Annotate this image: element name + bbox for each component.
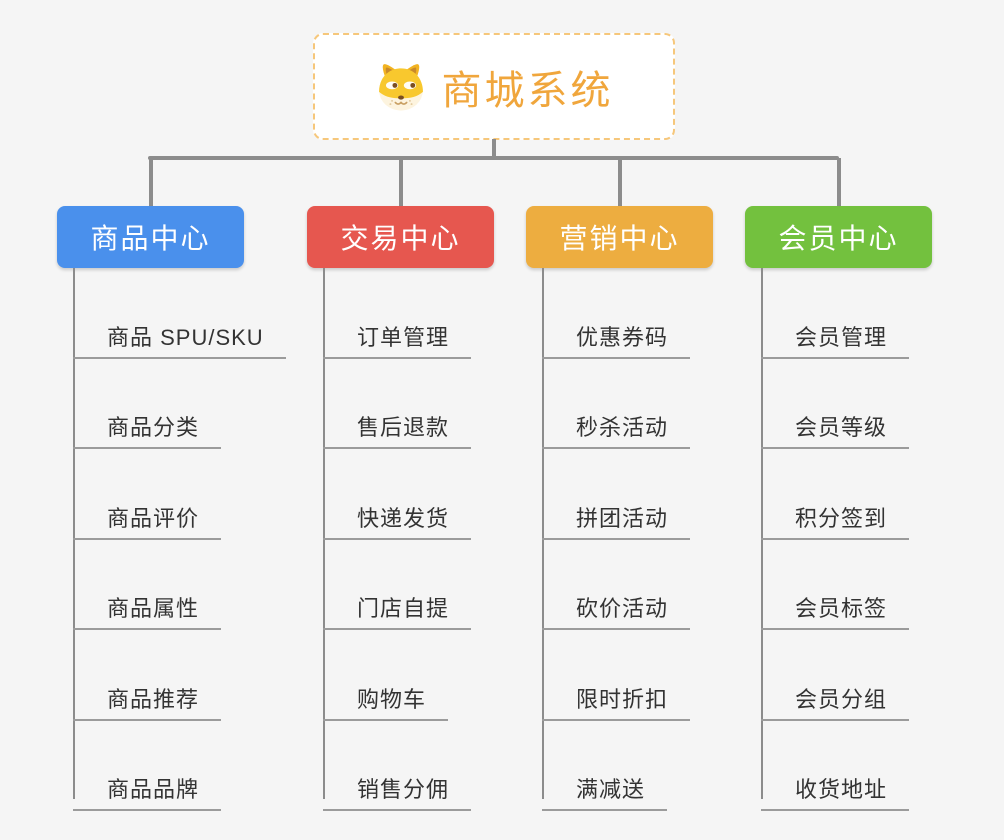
connector-branch-drop [398,158,403,206]
branch-node[interactable]: 营销中心 [526,206,713,268]
leaf-topic[interactable]: 积分签到 [761,449,910,540]
leaf-topic-label: 快递发货 [357,505,450,531]
branch-items: 会员管理会员等级积分签到会员标签会员分组收货地址 [761,268,910,811]
leaf-topic[interactable]: 商品分类 [73,359,222,449]
leaf-topic-label: 商品属性 [107,596,200,621]
leaf-topic[interactable]: 快递发货 [323,449,472,540]
leaf-topic-label: 售后退款 [357,415,450,440]
leaf-topic-label: 会员等级 [795,415,888,440]
leaf-topic-label: 购物车 [357,686,427,712]
leaf-topic[interactable]: 限时折扣 [542,630,691,721]
leaf-topic-label: 拼团活动 [576,505,669,531]
shiba-dog-icon [375,61,427,113]
branch-items: 商品 SPU/SKU 商品分类商品评价商品属性商品推荐商品品牌 [73,268,286,811]
leaf-topic[interactable]: 会员等级 [761,359,910,449]
root-node[interactable]: 商城系统 [313,33,675,140]
leaf-topic-label: 商品推荐 [107,686,200,712]
leaf-topic[interactable]: 购物车 [323,630,449,721]
root-label: 商城系统 [441,68,614,113]
branch-items: 优惠券码秒杀活动拼团活动砍价活动限时折扣满减送 [542,268,691,811]
leaf-topic[interactable]: 满减送 [542,721,668,811]
leaf-topic[interactable]: 优惠券码 [542,268,691,359]
leaf-topic[interactable]: 秒杀活动 [542,359,691,449]
branch-node[interactable]: 会员中心 [745,206,932,268]
leaf-topic-label: 会员标签 [795,596,888,621]
leaf-topic-label: 商品评价 [107,505,200,531]
leaf-topic[interactable]: 商品推荐 [73,630,222,721]
leaf-topic-label: 收货地址 [795,777,888,802]
leaf-topic-label: 限时折扣 [576,686,669,712]
leaf-topic[interactable]: 订单管理 [323,268,472,359]
leaf-topic-label: 优惠券码 [576,324,669,350]
leaf-topic[interactable]: 会员分组 [761,630,910,721]
leaf-topic[interactable]: 会员标签 [761,540,910,630]
leaf-topic[interactable]: 会员管理 [761,268,910,359]
leaf-topic-label: 销售分佣 [357,777,450,802]
leaf-topic[interactable]: 商品 SPU/SKU [73,268,286,359]
connector-branch-drop [836,158,841,206]
leaf-topic-label: 订单管理 [357,324,450,350]
leaf-topic-label: 商品分类 [107,415,200,440]
leaf-topic-label: 会员管理 [795,324,888,350]
leaf-topic[interactable]: 拼团活动 [542,449,691,540]
leaf-topic-label: 商品 SPU/SKU [107,324,264,350]
branch-label: 交易中心 [340,223,461,254]
leaf-topic[interactable]: 商品属性 [73,540,222,630]
leaf-topic[interactable]: 门店自提 [323,540,472,630]
leaf-topic-label: 门店自提 [357,596,450,621]
branch-node[interactable]: 商品中心 [57,206,244,268]
leaf-topic-label: 会员分组 [795,686,888,712]
leaf-topic[interactable]: 收货地址 [761,721,910,811]
branch-spine-line [73,268,75,799]
branch-spine-line [761,268,763,799]
leaf-topic[interactable]: 砍价活动 [542,540,691,630]
leaf-topic-label: 积分签到 [795,505,888,531]
leaf-topic-label: 商品品牌 [107,777,200,802]
branch-spine-line [542,268,544,799]
branch-spine-line [323,268,325,799]
branch-label: 商品中心 [90,223,211,254]
branch-node[interactable]: 交易中心 [307,206,494,268]
connector-branch-drop [148,158,153,206]
connector-branch-drop [617,158,622,206]
branch-label: 营销中心 [559,223,680,254]
branch-label: 会员中心 [778,223,899,254]
connector-root-stub [492,139,496,160]
leaf-topic[interactable]: 销售分佣 [323,721,472,811]
leaf-topic[interactable]: 商品评价 [73,449,222,540]
connector-horizontal-bar [148,156,839,160]
leaf-topic-label: 满减送 [576,777,646,802]
branch-items: 订单管理售后退款快递发货门店自提购物车销售分佣 [323,268,472,811]
leaf-topic-label: 砍价活动 [576,596,669,621]
leaf-topic[interactable]: 售后退款 [323,359,472,449]
leaf-topic-label: 秒杀活动 [576,415,669,440]
leaf-topic[interactable]: 商品品牌 [73,721,222,811]
